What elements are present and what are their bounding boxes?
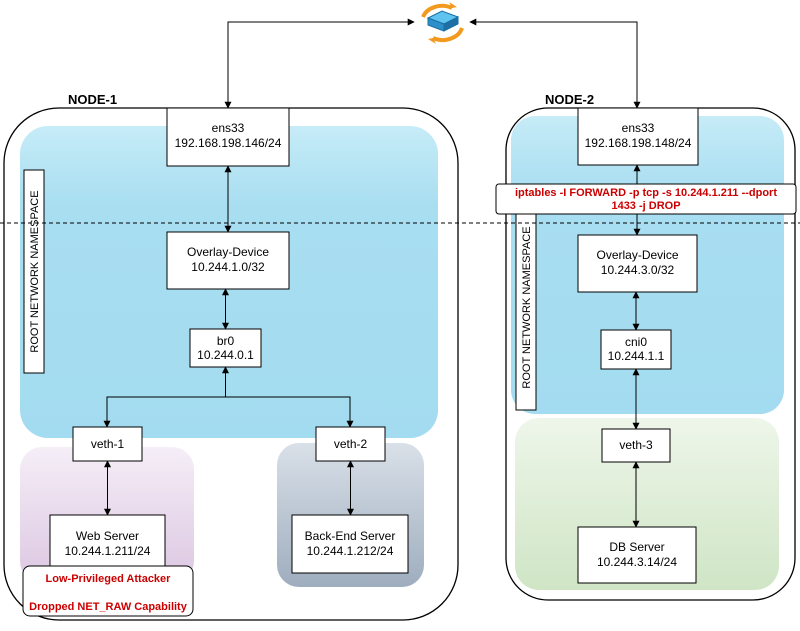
db-server-box [577, 526, 697, 584]
web-server-name: Web Server [76, 529, 139, 543]
attacker-capability-label: Dropped NET_RAW Capability [29, 601, 188, 613]
node2-bridge-name: cni0 [625, 335, 647, 349]
node2-overlay-ip: 10.244.3.0/32 [601, 263, 675, 277]
backend-server-box [291, 514, 409, 574]
backend-server-name: Back-End Server [305, 529, 396, 543]
iptables-rule-callout [495, 183, 797, 215]
node1-bridge-ip: 10.244.0.1 [197, 348, 254, 362]
web-server-box [49, 514, 166, 574]
node2-bridge-ip: 10.244.1.1 [608, 349, 665, 363]
node2-overlay-name: Overlay-Device [596, 248, 678, 262]
attacker-callout [22, 565, 194, 617]
db-server-ip: 10.244.3.14/24 [597, 555, 677, 569]
veth2-name: veth-2 [334, 437, 368, 451]
node1-namespace-label-box [23, 169, 45, 374]
iptables-rule-line2: 1433 -j DROP [611, 200, 680, 212]
connector-node1-router [227, 18, 415, 108]
node2-title: NODE-2 [545, 92, 594, 107]
veth3-name: veth-3 [619, 438, 653, 452]
node1-ens33-name: ens33 [212, 121, 245, 135]
node1-overlay-name: Overlay-Device [187, 245, 269, 259]
node1-title: NODE-1 [68, 92, 117, 107]
connector-br0-veths [103, 396, 354, 428]
attacker-label: Low-Privileged Attacker [46, 573, 172, 585]
node1-namespace-label: ROOT NETWORK NAMESPACE [29, 190, 41, 352]
node1-overlay-ip: 10.244.1.0/32 [191, 260, 265, 274]
backend-server-ip: 10.244.1.212/24 [307, 544, 394, 558]
network-router-icon [421, 2, 464, 44]
node2-ens33-name: ens33 [622, 121, 655, 135]
node2-namespace-label: ROOT NETWORK NAMESPACE [521, 226, 533, 388]
node1-bridge-name: br0 [217, 334, 235, 348]
node2-bridge-box [600, 329, 672, 370]
db-server-name: DB Server [609, 540, 664, 554]
web-server-ip: 10.244.1.211/24 [65, 544, 151, 558]
iptables-rule-line1: iptables -I FORWARD -p tcp -s 10.244.1.2… [515, 187, 777, 199]
node2-overlay-box [577, 234, 698, 293]
node1-ens33-ip: 192.168.198.146/24 [175, 136, 282, 150]
veth1-name: veth-1 [91, 437, 125, 451]
veth3-box [601, 428, 671, 463]
node2-ens33-ip: 192.168.198.148/24 [585, 136, 692, 150]
